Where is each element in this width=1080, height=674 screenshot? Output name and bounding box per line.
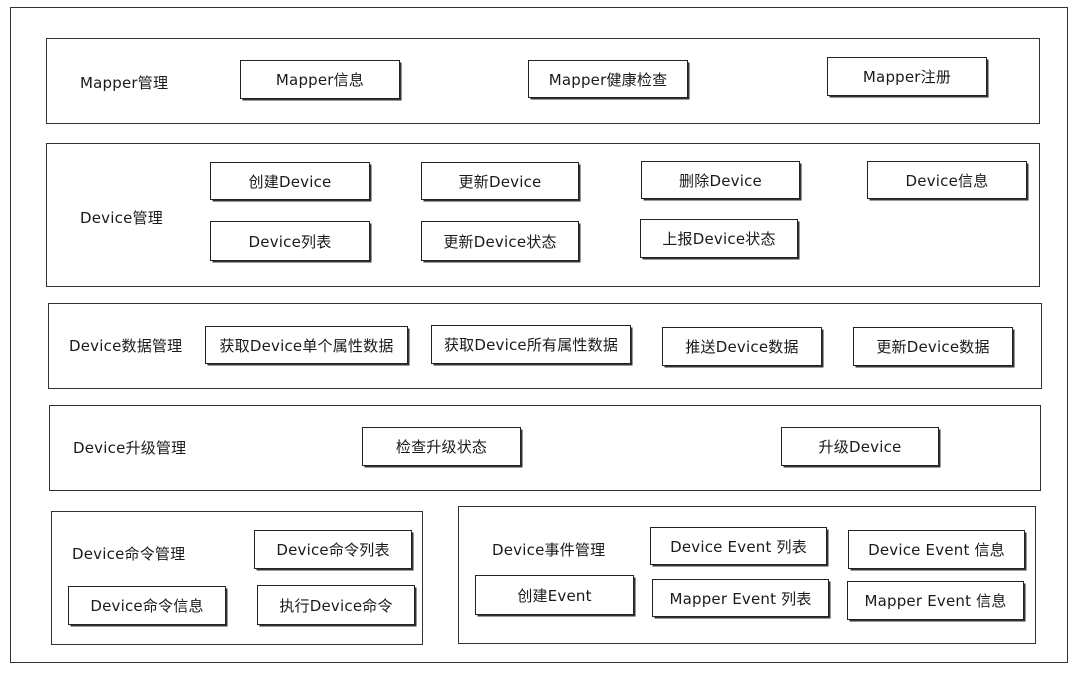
device-command-list-box: Device命令列表 xyxy=(254,530,412,569)
device-command-management-title: Device命令管理 xyxy=(72,545,186,563)
update-device-box: 更新Device xyxy=(421,162,579,200)
mapper-info-box: Mapper信息 xyxy=(240,60,400,99)
device-upgrade-management-title: Device升级管理 xyxy=(73,439,187,457)
mapper-management-title: Mapper管理 xyxy=(80,74,169,92)
architecture-frame xyxy=(10,7,1068,663)
device-event-info-box: Device Event 信息 xyxy=(848,530,1025,569)
device-command-info-box: Device命令信息 xyxy=(68,586,226,625)
mapper-health-check-box: Mapper健康检查 xyxy=(528,60,688,98)
report-device-status-box: 上报Device状态 xyxy=(640,219,798,258)
device-event-management-title: Device事件管理 xyxy=(492,541,606,559)
device-management-title: Device管理 xyxy=(80,209,163,227)
get-single-property-box: 获取Device单个属性数据 xyxy=(205,326,408,364)
delete-device-box: 删除Device xyxy=(641,161,800,199)
device-data-management-title: Device数据管理 xyxy=(69,337,183,355)
update-device-data-box: 更新Device数据 xyxy=(853,327,1013,366)
get-all-properties-box: 获取Device所有属性数据 xyxy=(431,325,631,364)
push-device-data-box: 推送Device数据 xyxy=(662,327,822,366)
check-upgrade-status-box: 检查升级状态 xyxy=(362,427,521,466)
mapper-event-list-box: Mapper Event 列表 xyxy=(652,579,829,617)
upgrade-device-box: 升级Device xyxy=(781,427,939,466)
create-event-box: 创建Event xyxy=(475,575,634,615)
device-list-box: Device列表 xyxy=(210,221,370,261)
mapper-event-info-box: Mapper Event 信息 xyxy=(847,581,1024,620)
device-event-list-box: Device Event 列表 xyxy=(650,527,827,565)
device-info-box: Device信息 xyxy=(867,161,1027,199)
create-device-box: 创建Device xyxy=(210,162,370,200)
update-device-status-box: 更新Device状态 xyxy=(421,221,579,261)
execute-device-command-box: 执行Device命令 xyxy=(257,585,415,625)
mapper-register-box: Mapper注册 xyxy=(827,57,987,96)
